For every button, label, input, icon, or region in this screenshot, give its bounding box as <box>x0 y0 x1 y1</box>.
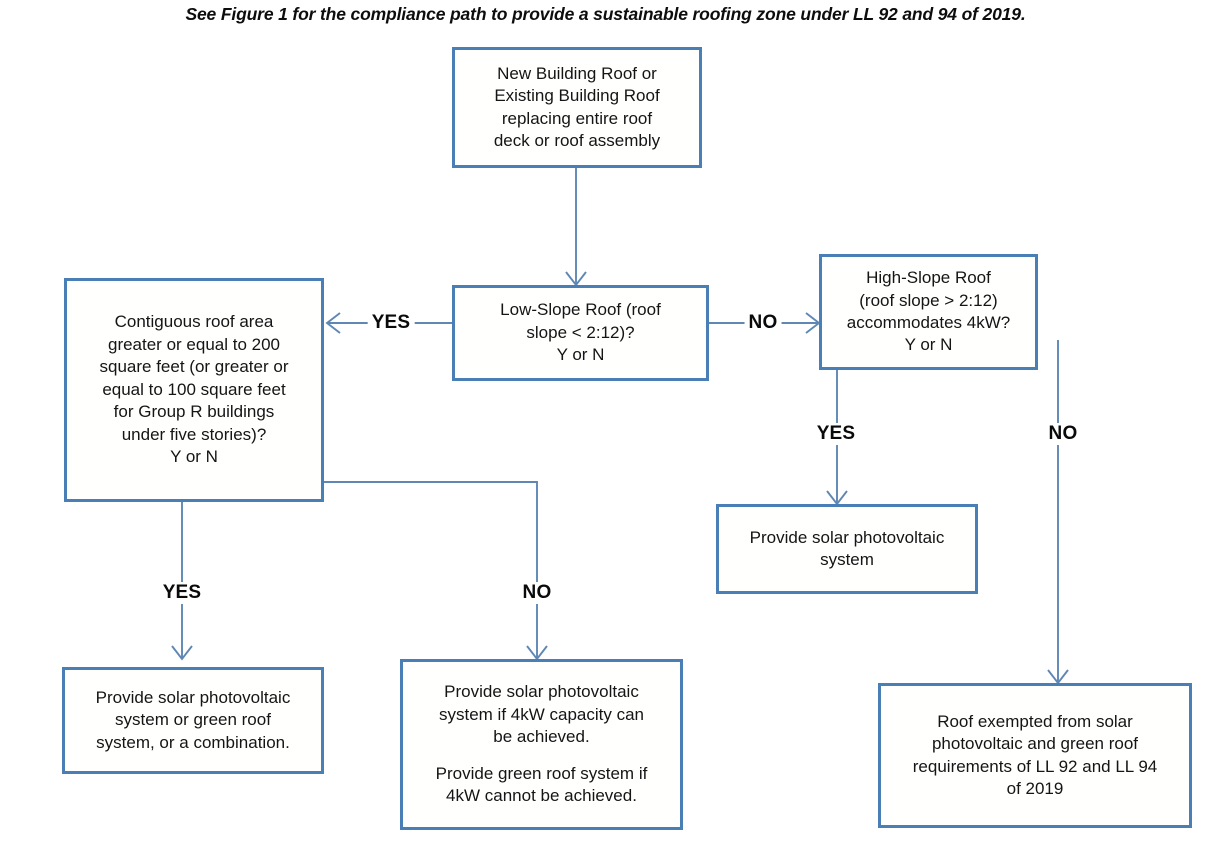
node-high-slope-line-1: High-Slope Roof <box>866 268 991 288</box>
edge-label-low-slope-no: NO <box>744 312 782 334</box>
node-contiguous-area-decision[interactable]: Contiguous roof area greater or equal to… <box>64 278 324 502</box>
node-exempt-line-4: of 2019 <box>1006 778 1064 798</box>
edge-contiguous-no <box>324 481 538 658</box>
node-pv-if-4kw-p2-line-1: Provide green roof system if <box>435 763 648 783</box>
node-contiguous-line-6: under five stories)? <box>121 424 267 444</box>
node-pv-if-4kw-paragraph-2: Provide green roof system if 4kW cannot … <box>436 763 648 808</box>
node-start-line-2: Existing Building Roof <box>494 86 660 106</box>
node-start-line-1: New Building Roof or <box>497 63 657 83</box>
node-exempt-line-2: photovoltaic and green roof <box>931 734 1139 754</box>
node-provide-pv-or-green-roof[interactable]: Provide solar photovoltaic system or gre… <box>62 667 324 774</box>
node-start[interactable]: New Building Roof or Existing Building R… <box>452 47 702 168</box>
node-contiguous-line-7: Y or N <box>170 447 218 467</box>
node-pv-or-green-line-1: Provide solar photovoltaic <box>95 687 291 707</box>
node-high-slope-decision[interactable]: High-Slope Roof (roof slope > 2:12) acco… <box>819 254 1038 370</box>
node-low-slope-line-2: slope < 2:12)? <box>526 322 635 342</box>
node-pv-only-line-1: Provide solar photovoltaic <box>749 527 945 547</box>
node-start-line-4: deck or roof assembly <box>493 130 661 150</box>
node-pv-or-green-line-2: system or green roof <box>115 710 271 730</box>
node-contiguous-line-2: greater or equal to 200 <box>107 334 280 354</box>
arrowhead-low-slope-yes <box>325 312 341 334</box>
node-provide-pv-system[interactable]: Provide solar photovoltaic system <box>716 504 978 594</box>
node-pv-if-4kw-p1-line-2: system if 4kW capacity can <box>438 704 644 724</box>
arrowhead-contiguous-no <box>526 645 548 661</box>
node-pv-if-4kw-p2-line-2: 4kW cannot be achieved. <box>446 786 637 806</box>
node-low-slope-line-1: Low-Slope Roof (roof <box>500 300 661 320</box>
arrowhead-high-slope-no <box>1047 669 1069 685</box>
node-contiguous-line-3: square feet (or greater or <box>99 357 289 377</box>
edge-label-contiguous-no: NO <box>518 582 556 604</box>
edge-label-contiguous-yes: YES <box>158 582 206 604</box>
node-provide-pv-if-4kw[interactable]: Provide solar photovoltaic system if 4kW… <box>400 659 683 830</box>
arrowhead-low-slope-no <box>805 312 821 334</box>
edge-label-high-slope-no: NO <box>1044 423 1082 445</box>
figure-title: See Figure 1 for the compliance path to … <box>185 4 1026 24</box>
arrowhead-contiguous-yes <box>171 645 193 661</box>
node-start-line-3: replacing entire roof <box>501 108 653 128</box>
node-pv-if-4kw-paragraph-1: Provide solar photovoltaic system if 4kW… <box>439 681 644 748</box>
arrowhead-high-slope-yes <box>826 490 848 506</box>
arrowhead-start-to-low-slope <box>565 271 587 287</box>
node-high-slope-line-4: Y or N <box>904 335 953 355</box>
node-exempt-line-1: Roof exempted from solar <box>937 711 1133 731</box>
node-roof-exempted[interactable]: Roof exempted from solar photovoltaic an… <box>878 683 1192 828</box>
node-pv-or-green-line-3: system, or a combination. <box>96 732 290 752</box>
node-low-slope-line-3: Y or N <box>556 345 605 365</box>
edge-label-high-slope-yes: YES <box>812 423 860 445</box>
node-pv-only-line-2: system <box>820 550 874 569</box>
node-high-slope-line-3: accommodates 4kW? <box>846 313 1011 332</box>
node-low-slope-decision[interactable]: Low-Slope Roof (roof slope < 2:12)? Y or… <box>452 285 709 381</box>
node-pv-if-4kw-p1-line-1: Provide solar photovoltaic <box>444 682 639 702</box>
node-contiguous-line-4: equal to 100 square feet <box>102 379 286 399</box>
node-contiguous-line-5: for Group R buildings <box>113 402 275 422</box>
node-exempt-line-3: requirements of LL 92 and LL 94 <box>912 756 1158 776</box>
edge-label-low-slope-yes: YES <box>367 312 415 334</box>
node-high-slope-line-2: (roof slope > 2:12) <box>859 290 998 310</box>
node-contiguous-line-1: Contiguous roof area <box>114 312 274 332</box>
node-pv-if-4kw-p1-line-3: be achieved. <box>493 727 590 747</box>
